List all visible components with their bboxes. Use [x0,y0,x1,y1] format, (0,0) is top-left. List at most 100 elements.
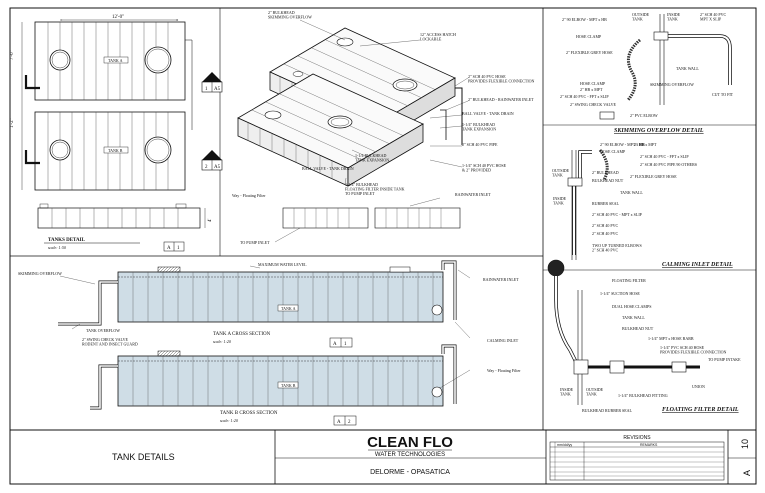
plan-dim-top: 12'-0" [112,15,124,20]
rainwater-inlet-label: RAINWATER INLET [483,277,519,282]
section-b-title: TANK B CROSS SECTION [220,411,278,416]
section-1-num: 1 [205,87,208,92]
plan-dim-left-top: 7'-0" [10,50,15,60]
calm-sch40-slip: 2" SCH 40 PVC - MPT x SLIP [592,212,643,217]
iso-rainwater-inlet: RAINWATER INLET [455,192,491,197]
sheet-title: TANK DETAILS [112,452,175,462]
float-rubber-seal: BULKHEAD RUBBER SEAL [582,408,633,413]
callout-sch40-hose-prov: 1-1/4" SCH 40 PVC HOSE& 2" PROVIDED [462,163,507,173]
skim-swing-check: 2" SWING CHECK VALVE [570,102,616,107]
revisions-remarks-header: REMARKS [640,443,658,447]
tanks-detail-ref-1: A [167,246,171,251]
calm-sch40-pvc: 2" SCH 40 PVC [592,223,619,228]
section-a-scale: scale: 1:20 [213,339,231,344]
section-marker-1: 1 A5 [24,72,223,93]
iso-way-filter: Way - Floating Filter [232,193,266,198]
tank-b-label: TANK B [108,148,123,153]
calming-inlet-label: CALMING INLET [487,338,519,343]
calm-bulkhead: 2" BULKHEAD [592,170,619,175]
tank-a-plan: TANK A [34,21,193,130]
calm-sch40-pvc-2: 2" SCH 40 PVC [592,231,619,236]
plan-dim-left-mid: 1'-2" [10,118,15,128]
skim-hose-clamp: HOSE CLAMP [576,34,602,39]
tanks-detail-title: TANKS DETAIL [48,238,86,243]
skim-tank-wall: TANK WALL [676,66,699,71]
float-to-pump: TO PUMP INTAKE [708,357,741,362]
calm-hb-mpt: 2" HB x MPT [634,142,657,147]
float-floating-filter: FLOATING FILTER [612,278,646,283]
float-bulk-nut: BULKHEAD NUT [622,326,654,331]
iso-tank-b [237,73,424,187]
calm-flex-hose: 2" FLEXIBLE GREY HOSE [630,174,677,179]
brand-logo: CLEAN FLO [367,434,453,451]
brand-sub: WATER TECHNOLOGIES [375,452,445,458]
section-marker-2: 2 A5 [24,150,223,171]
float-suction-hose: 1-1/4" SUCTION HOSE [600,291,640,296]
calm-tank-wall: TANK WALL [620,190,643,195]
project-name: DELORME - OPASATICA [370,469,450,476]
title-block: TANK DETAILS CLEAN FLO WATER TECHNOLOGIE… [112,430,756,484]
section-b-ref-1: A [337,420,341,425]
section-a-tag: TANK A [281,306,296,311]
tanks-detail-ref-2: 1 [177,246,180,251]
skim-flex-hose: 2" FLEXIBLE GREY HOSE [566,50,613,55]
skim-pvc-fpt: 2" SCH 40 PVC - FPT x SLIP [560,94,609,99]
section-a-ref-1: A [333,342,337,347]
skim-hb-mpt: 2" HB x MPT [580,87,603,92]
calm-sch40-fpt: 2" SCH 40 PVC - FPT x SLIP [640,154,689,159]
section-a-title: TANK A CROSS SECTION [213,332,271,337]
tank-a-label: TANK A [108,58,123,63]
skim-hose-clamp-2: HOSE CLAMP [580,81,606,86]
section-b-tag: TANK B [281,383,296,388]
section-2-sheet: A5 [214,165,221,170]
calm-sch40-pipe: 2" SCH 40 PVC PIPE 90 OTHERS [640,162,697,167]
callout-bulkhead-rain: 2" BULKHEAD - RAINWATER INLET [468,97,534,102]
tank-b-plan: TANK B [34,111,186,191]
skim-elbow: 2" 90 ELBOW - MPT x HB [562,17,607,22]
callout-ball-valve-drain-2: BALL VALVE - TANK DRAIN [302,166,354,171]
section-a-ref-2: 1 [344,342,347,347]
skim-detail-title: SKIMMING OVERFLOW DETAIL [614,128,704,134]
float-detail-title: FLOATING FILTER DETAIL [662,407,739,413]
floating-filter-label: Way - Floating Filter [487,368,521,373]
floating-filter-ball [547,259,565,277]
tank-elevation: 4' [37,203,213,229]
skim-cut-to-fit: CUT TO FIT [712,92,734,97]
skim-pvc-elbow: 2" PVC ELBOW [630,113,658,118]
section-1-sheet: A5 [214,87,221,92]
callout-ball-valve-drain: BALL VALVE - TANK DRAIN [462,111,514,116]
tanks-detail-scale: scale: 1:50 [48,245,66,250]
tank-overflow-label: TANK OVERFLOW [86,328,120,333]
float-mpt-barb: 1-1/4" MPT x HOSE BARB [648,336,694,341]
calming-inlet-detail: 2" 90 ELBOW - MPT x HB 2" HB x MPT HOSE … [552,142,733,268]
floating-filter-detail: FLOATING FILTER 1-1/4" SUCTION HOSE DUAL… [547,259,741,413]
section-b-scale: scale: 1:20 [220,418,238,423]
elevation-dim: 4' [208,219,213,223]
skim-overflow-callout: SKIMMING OVERFLOW [650,82,694,87]
cross-section-b: TANK B Way - Floating Filter TANK B CROS… [90,344,521,426]
cross-section-a: TANK A MAXIMUM WATER LEVEL SKIMMING OVER… [18,260,519,348]
calm-rubber-seal: RUBBER SEAL [592,201,620,206]
float-bulkhead-fitting: 1-1/4" BULKHEAD FITTING [618,393,668,398]
iso-to-pump-inlet: TO PUMP INLET [240,240,270,245]
float-tank-wall: TANK WALL [622,315,645,320]
